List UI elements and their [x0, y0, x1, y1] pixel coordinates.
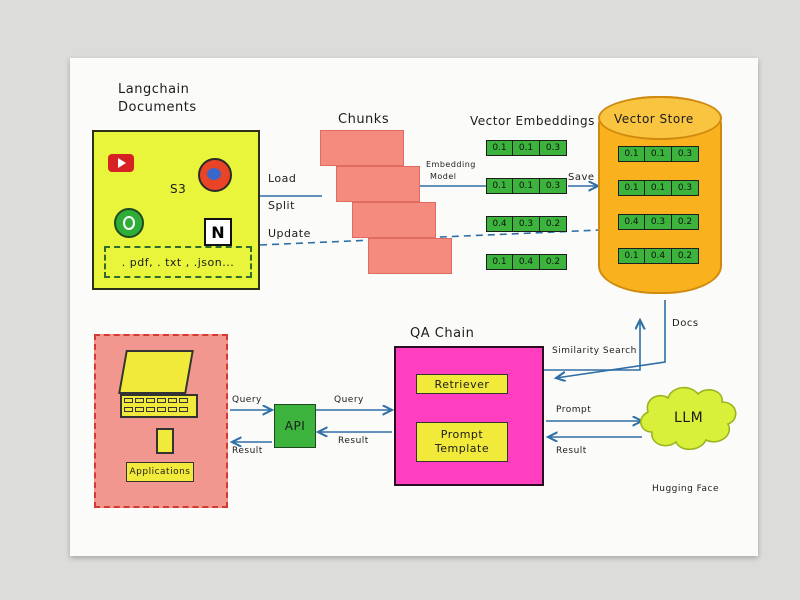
prompt-template-box: Prompt Template [416, 422, 508, 462]
laptop-keyboard [120, 394, 198, 418]
vector-store-top [598, 96, 722, 140]
llm-label: LLM [674, 410, 704, 426]
split-label: Split [268, 199, 295, 212]
prompt-template-label-line1: Prompt [440, 428, 484, 441]
store-cell: 0.1 [618, 180, 645, 196]
vector-store-title: Vector Store [614, 112, 694, 126]
documents-box: S3 N . pdf, . txt , .json... [92, 130, 260, 290]
applications-label: Applications [129, 467, 191, 477]
embedding-cell: 0.1 [513, 178, 540, 194]
embedding-cell: 0.3 [540, 140, 567, 156]
store-cell: 0.4 [645, 248, 672, 264]
embedding-cell: 0.2 [540, 254, 567, 270]
embedding-row-1: 0.1 0.1 0.3 [486, 140, 567, 156]
api-box: API [274, 404, 316, 448]
applications-box: Applications [94, 334, 228, 508]
store-cell: 0.1 [618, 146, 645, 162]
result-label-right: Result [338, 436, 369, 446]
whatsapp-icon [114, 208, 144, 238]
retriever-label: Retriever [434, 377, 490, 391]
chunk-1 [320, 130, 404, 166]
s3-label: S3 [170, 182, 187, 196]
docs-label: Docs [672, 318, 699, 329]
phone-icon [156, 428, 174, 454]
llm-cloud [640, 386, 737, 451]
chunks-title: Chunks [338, 112, 390, 127]
documents-title-line2: Documents [118, 100, 197, 115]
store-cell: 0.4 [618, 214, 645, 230]
qa-chain-title: QA Chain [410, 326, 475, 341]
hugging-face-label: Hugging Face [652, 484, 720, 494]
load-label: Load [268, 172, 297, 185]
store-row-2: 0.1 0.1 0.3 [618, 180, 699, 196]
embedding-cell: 0.1 [486, 178, 513, 194]
prompt-label: Prompt [556, 405, 592, 415]
store-cell: 0.1 [618, 248, 645, 264]
docs-line [556, 300, 666, 378]
query-label-right: Query [334, 395, 364, 405]
retriever-box: Retriever [416, 374, 508, 394]
browser-icon [198, 158, 232, 192]
similarity-search-label: Similarity Search [552, 346, 637, 356]
notion-icon: N [204, 218, 232, 246]
notion-glyph: N [211, 222, 225, 242]
chunk-4 [368, 238, 452, 274]
embedding-cell: 0.1 [513, 140, 540, 156]
embedding-cell: 0.2 [540, 216, 567, 232]
store-cell: 0.1 [645, 146, 672, 162]
embedding-cell: 0.4 [486, 216, 513, 232]
similarity-search-line [544, 320, 640, 371]
save-label: Save [568, 172, 595, 183]
embedding-cell: 0.1 [486, 140, 513, 156]
update-label: Update [268, 227, 311, 240]
embedding-cell: 0.4 [513, 254, 540, 270]
embedding-cell: 0.3 [540, 178, 567, 194]
store-cell: 0.2 [672, 214, 699, 230]
embedding-row-4: 0.1 0.4 0.2 [486, 254, 567, 270]
documents-title-line1: Langchain [118, 82, 190, 97]
embedding-model-label-line2: Model [430, 172, 457, 181]
store-cell: 0.3 [672, 146, 699, 162]
store-row-1: 0.1 0.1 0.3 [618, 146, 699, 162]
applications-label-box: Applications [126, 462, 194, 482]
embedding-model-label-line1: Embedding [426, 160, 476, 169]
file-types-box: . pdf, . txt , .json... [104, 246, 252, 278]
store-row-3: 0.4 0.3 0.2 [618, 214, 699, 230]
embedding-row-3: 0.4 0.3 0.2 [486, 216, 567, 232]
result-label-left: Result [232, 446, 263, 456]
embedding-cell: 0.1 [486, 254, 513, 270]
chunk-3 [352, 202, 436, 238]
youtube-icon [108, 154, 134, 172]
chunk-2 [336, 166, 420, 202]
prompt-template-label-line2: Template [434, 442, 490, 455]
embedding-row-2: 0.1 0.1 0.3 [486, 178, 567, 194]
store-row-4: 0.1 0.4 0.2 [618, 248, 699, 264]
qa-chain-box: Retriever Prompt Template [394, 346, 544, 486]
file-types-label: . pdf, . txt , .json... [121, 255, 235, 269]
llm-result-label: Result [556, 446, 587, 456]
store-cell: 0.2 [672, 248, 699, 264]
embedding-cell: 0.3 [513, 216, 540, 232]
vector-embeddings-title: Vector Embeddings [470, 114, 595, 128]
query-label-left: Query [232, 395, 262, 405]
store-cell: 0.3 [645, 214, 672, 230]
laptop-icon [118, 350, 194, 394]
store-cell: 0.3 [672, 180, 699, 196]
api-label: API [284, 419, 306, 433]
store-cell: 0.1 [645, 180, 672, 196]
